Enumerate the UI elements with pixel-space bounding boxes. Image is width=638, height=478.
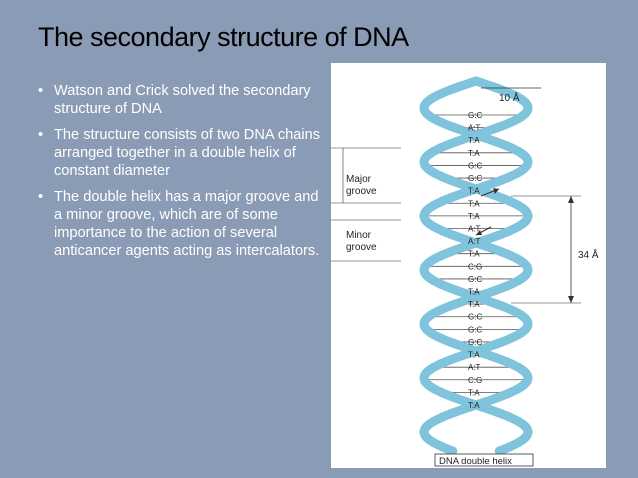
bullet-item: • The structure consists of two DNA chain… xyxy=(38,126,323,180)
base-pair-label: A:T xyxy=(468,224,481,233)
height-label: 34 Å xyxy=(578,248,599,261)
base-pair-label: G:C xyxy=(468,325,482,334)
bullet-item: • The double helix has a major groove and… xyxy=(38,188,323,260)
bullet-dot-icon: • xyxy=(38,127,44,143)
height-arrow-top-icon xyxy=(568,196,574,203)
base-pair-label: T:A xyxy=(468,300,480,309)
base-pair-label: G:C xyxy=(468,111,482,120)
base-pair-label: T:A xyxy=(468,149,480,158)
base-pair-label: G:C xyxy=(468,161,482,170)
base-pair-label: T:A xyxy=(468,250,480,259)
base-pair-label: T:A xyxy=(468,401,480,410)
height-arrow-bottom-icon xyxy=(568,296,574,303)
base-pair-label: T:A xyxy=(468,351,480,360)
bullet-item: • Watson and Crick solved the secondary s… xyxy=(38,82,323,118)
strand-front xyxy=(419,76,533,456)
minor-label-1: Minor xyxy=(346,230,372,241)
base-pair-label: G:C xyxy=(468,338,482,347)
figure-caption: DNA double helix xyxy=(439,456,512,467)
base-pair-label: A:T xyxy=(468,237,481,246)
bullet-dot-icon: • xyxy=(38,83,44,99)
caption-box xyxy=(434,453,534,467)
arrow-up-head-icon xyxy=(493,188,499,194)
major-label-1: Major xyxy=(346,174,372,185)
dna-figure: G:C A:T T:A T:A G:C G:C T:A T:A T:A A:T A:T T:A C:G G… xyxy=(331,63,606,468)
minor-label-2: groove xyxy=(346,242,377,253)
pair-labels: G:C A:T T:A T:A G:C G:C T:A T:A T:A A:T A:T T:A C:G G… xyxy=(468,111,482,410)
arrow-down-head-icon xyxy=(476,230,482,235)
base-pair-label: A:T xyxy=(468,363,481,372)
base-pair-label: C:G xyxy=(468,376,482,385)
bullet-list: • Watson and Crick solved the secondary s… xyxy=(38,82,323,268)
base-pair-label: T:A xyxy=(468,388,480,397)
base-pair-label: T:A xyxy=(468,212,480,221)
bullet-text: The structure consists of two DNA chains… xyxy=(54,127,321,179)
base-pair-label: G:C xyxy=(468,275,482,284)
base-pair-label: T:A xyxy=(468,199,480,208)
base-pair-label: G:C xyxy=(468,313,482,322)
width-label: 10 Å xyxy=(499,91,520,104)
base-pair-label: G:C xyxy=(468,174,482,183)
strand-back xyxy=(419,76,533,456)
major-label-2: groove xyxy=(346,186,377,197)
base-pair-label: T:A xyxy=(468,288,480,297)
bullet-text: Watson and Crick solved the secondary st… xyxy=(54,83,311,117)
bullet-dot-icon: • xyxy=(38,189,44,205)
base-pair-label: T:A xyxy=(468,187,480,196)
base-pair-label: C:G xyxy=(468,262,482,271)
base-pair-label: T:A xyxy=(468,136,480,145)
dna-helix-diagram: G:C A:T T:A T:A G:C G:C T:A T:A T:A A:T A:T T:A C:G G… xyxy=(331,76,599,467)
bullet-text: The double helix has a major groove and … xyxy=(54,189,320,259)
slide-title: The secondary structure of DNA xyxy=(38,22,409,52)
base-pair-label: A:T xyxy=(468,124,481,133)
